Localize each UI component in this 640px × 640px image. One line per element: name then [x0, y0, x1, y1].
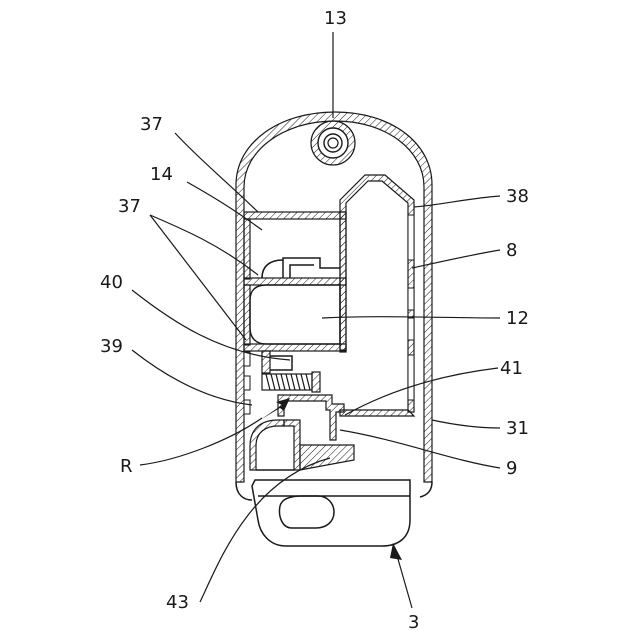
label-43: 43: [166, 592, 189, 613]
label-38: 38: [506, 186, 529, 207]
compartment-8: [340, 175, 414, 416]
spring-coils: [262, 374, 312, 390]
key-handle: [252, 480, 410, 546]
lower-chamber: [250, 420, 294, 470]
casing-side-slots: [408, 215, 414, 400]
lock-member: [278, 395, 354, 470]
label-39: 39: [100, 336, 123, 357]
label-40: 40: [100, 272, 123, 293]
compartment-12: [250, 285, 340, 344]
label-37-middle: 37: [118, 196, 141, 217]
inner-walls: [244, 212, 346, 352]
handle-outline: [252, 480, 410, 546]
label-13: 13: [324, 8, 347, 29]
label-R: R: [120, 456, 133, 477]
contact-tab: [262, 258, 340, 278]
label-9: 9: [506, 458, 517, 479]
label-3: 3: [408, 612, 419, 633]
label-12: 12: [506, 308, 529, 329]
outer-casing: [236, 112, 432, 500]
label-31: 31: [506, 418, 529, 439]
handle-slot: [280, 496, 335, 528]
label-14: 14: [150, 164, 173, 185]
label-41: 41: [500, 358, 523, 379]
label-37-top: 37: [140, 114, 163, 135]
label-8: 8: [506, 240, 517, 261]
key-ring-hole: [311, 121, 355, 165]
reference-labels: 13 37 14 37 40 39 R 43 3 38 8 12 41 31 9: [100, 8, 529, 633]
